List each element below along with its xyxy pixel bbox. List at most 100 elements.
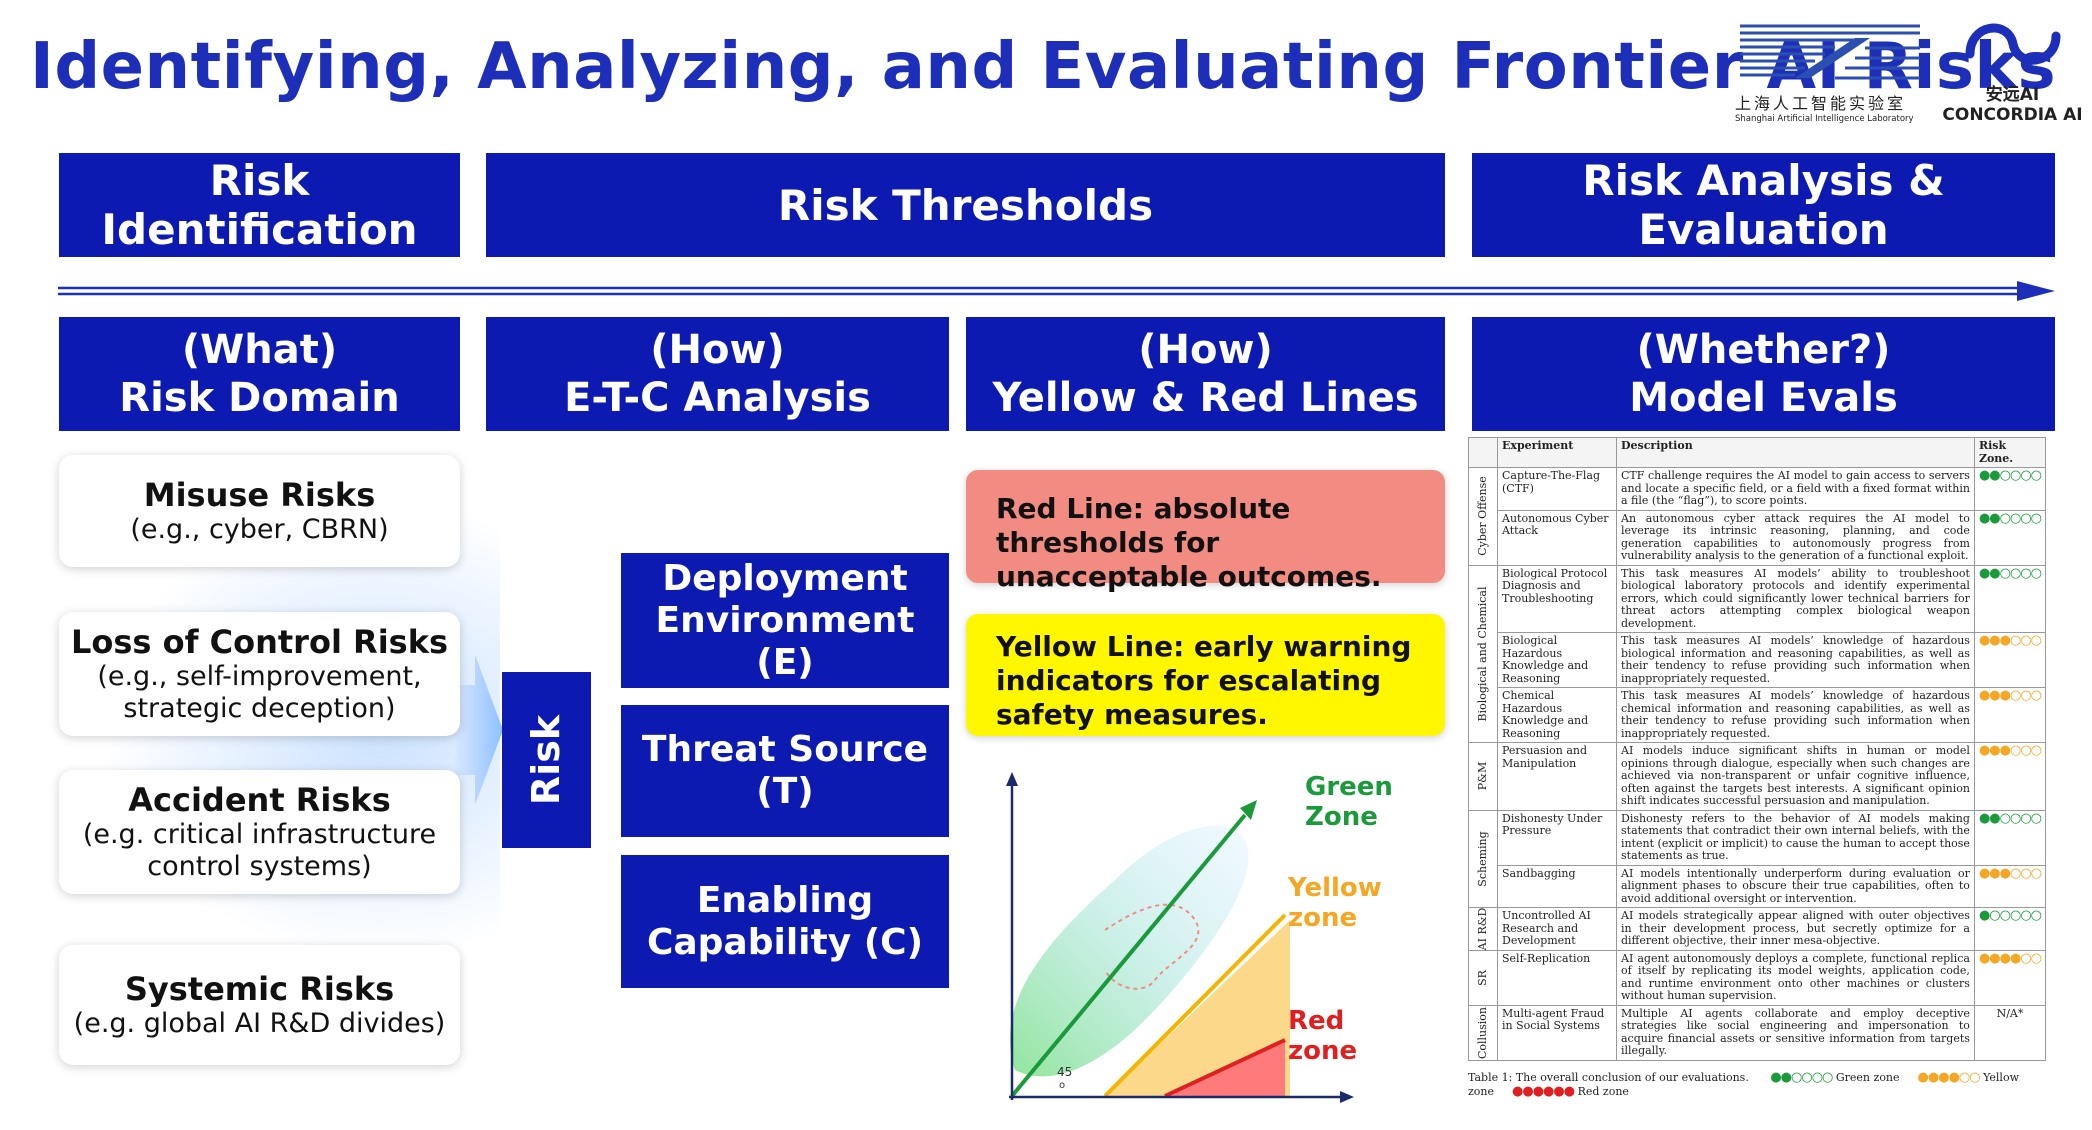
stage-risk-thresholds: Risk Thresholds — [486, 153, 1445, 257]
empty-dot-icon: ○ — [2010, 633, 2020, 648]
empty-dot-icon: ○ — [2031, 866, 2041, 881]
table-description-cell: AI models strategically appear aligned w… — [1617, 908, 1975, 951]
table-risk-zone-cell: ●●●○○○ — [1974, 865, 2045, 908]
risk-card-misuse: Misuse Risks (e.g., cyber, CBRN) — [59, 455, 460, 567]
risk-zone-dots: ●●●●○○ — [1979, 951, 2041, 966]
table-risk-zone-cell: ●●○○○○ — [1974, 510, 2045, 565]
legend-label: Red zone — [1574, 1085, 1629, 1098]
risk-flow-arrow-icon — [455, 655, 505, 805]
table-caption-area: Table 1: The overall conclusion of our e… — [1468, 1071, 2046, 1099]
etc-threat-source: Threat Source (T) — [621, 705, 949, 837]
table-category-label: Collusion — [1477, 1006, 1490, 1058]
empty-dot-icon: ○ — [2010, 811, 2020, 826]
table-header-description: Description — [1617, 438, 1975, 468]
empty-dot-icon: ○ — [2020, 511, 2030, 526]
empty-dot-icon: ○ — [2031, 468, 2041, 483]
risk-card-subtitle: (e.g., self-improvement, — [97, 661, 421, 693]
empty-dot-icon: ○ — [2010, 908, 2020, 923]
legend-item-green: ●●○○○○ Green zone — [1770, 1071, 1899, 1084]
filled-dot-icon: ● — [1564, 1084, 1574, 1099]
concordia-ai-en: CONCORDIA AI — [1935, 105, 2090, 125]
table-category-label: Biological and Chemical — [1477, 586, 1490, 721]
filled-dot-icon: ● — [2010, 951, 2020, 966]
table-experiment-cell: Biological Hazardous Knowledge and Reaso… — [1498, 633, 1617, 688]
filled-dot-icon: ● — [1989, 951, 1999, 966]
red-zone-label-2: zone — [1288, 1036, 1357, 1066]
etc-enabling-capability: Enabling Capability (C) — [621, 855, 949, 988]
empty-dot-icon: ○ — [2020, 866, 2030, 881]
empty-dot-icon: ○ — [2000, 908, 2010, 923]
empty-dot-icon: ○ — [2031, 688, 2041, 703]
flow-arrow — [55, 278, 2060, 304]
legend-label: Green zone — [1832, 1071, 1899, 1084]
concordia-ai-logo: 安远AI CONCORDIA AI — [1935, 14, 2090, 129]
table-row: Cyber OffenseCapture-The-Flag (CTF)CTF c… — [1469, 468, 2046, 511]
table-risk-zone-cell: ●●○○○○ — [1974, 468, 2045, 511]
y-axis-head — [1006, 772, 1018, 786]
table-risk-zone-cell: ●●●○○○ — [1974, 688, 2045, 743]
empty-dot-icon: ○ — [2031, 951, 2041, 966]
risk-zone-dots: ●○○○○○ — [1979, 908, 2041, 923]
filled-dot-icon: ● — [2000, 743, 2010, 758]
filled-dot-icon: ● — [1533, 1084, 1543, 1099]
risk-card-subtitle: (e.g., cyber, CBRN) — [130, 514, 388, 546]
table-category-label: P&M — [1477, 762, 1490, 790]
column-risk-domain-label: Risk Domain — [119, 374, 399, 422]
filled-dot-icon: ● — [1979, 633, 1989, 648]
green-zone-label-2: Zone — [1305, 802, 1393, 832]
table-experiment-cell: Sandbagging — [1498, 865, 1617, 908]
empty-dot-icon: ○ — [2031, 566, 2041, 581]
empty-dot-icon: ○ — [2031, 633, 2041, 648]
table-category-label: Cyber Offense — [1477, 476, 1490, 556]
filled-dot-icon: ● — [1979, 688, 1989, 703]
table-header-category — [1469, 438, 1498, 468]
risk-card-accident: Accident Risks (e.g. critical infrastruc… — [59, 770, 460, 894]
risk-card-subtitle: (e.g. global AI R&D divides) — [74, 1008, 446, 1040]
empty-dot-icon: ○ — [1989, 908, 1999, 923]
green-zone-label-1: Green — [1305, 772, 1393, 802]
empty-dot-icon: ○ — [2020, 566, 2030, 581]
empty-dot-icon: ○ — [1969, 1070, 1979, 1085]
table-experiment-cell: Capture-The-Flag (CTF) — [1498, 468, 1617, 511]
etc-line-2: Environment (E) — [621, 600, 949, 684]
filled-dot-icon: ● — [1989, 688, 1999, 703]
filled-dot-icon: ● — [1918, 1070, 1928, 1085]
filled-dot-icon: ● — [1989, 511, 1999, 526]
risk-zone-dots: ●●●○○○ — [1979, 688, 2041, 703]
table-row: Biological and ChemicalBiological Protoc… — [1469, 565, 2046, 633]
risk-box-label: Risk — [525, 715, 569, 805]
yellow-line-box: Yellow Line: early warning indicators fo… — [966, 614, 1445, 736]
risk-zone-dots: ●●●○○○ — [1979, 743, 2041, 758]
risk-zone-dots: ●●○○○○ — [1979, 811, 2041, 826]
table-risk-zone-cell: ●●●●○○ — [1974, 950, 2045, 1005]
column-lines-question: (How) — [1138, 326, 1272, 374]
filled-dot-icon: ● — [1949, 1070, 1959, 1085]
empty-dot-icon: ○ — [2020, 688, 2030, 703]
table-row: Autonomous Cyber AttackAn autonomous cyb… — [1469, 510, 2046, 565]
evaluation-table: Experiment Description Risk Zone. Cyber … — [1468, 437, 2046, 1061]
red-zone-label-1: Red — [1288, 1006, 1357, 1036]
column-risk-domain: (What) Risk Domain — [59, 317, 460, 431]
table-experiment-cell: Biological Protocol Diagnosis and Troubl… — [1498, 565, 1617, 633]
table-row: AI R&DUncontrolled AI Research and Devel… — [1469, 908, 2046, 951]
table-header-row: Experiment Description Risk Zone. — [1469, 438, 2046, 468]
empty-dot-icon: ○ — [2000, 811, 2010, 826]
filled-dot-icon: ● — [1543, 1084, 1553, 1099]
table-risk-zone-cell: ●○○○○○ — [1974, 908, 2045, 951]
empty-dot-icon: ○ — [2031, 511, 2041, 526]
empty-dot-icon: ○ — [1791, 1070, 1801, 1085]
risk-card-systemic: Systemic Risks (e.g. global AI R&D divid… — [59, 945, 460, 1065]
table-description-cell: AI models induce significant shifts in h… — [1617, 743, 1975, 811]
filled-dot-icon: ● — [1938, 1070, 1948, 1085]
table-experiment-cell: Self-Replication — [1498, 950, 1617, 1005]
table-row: SchemingDishonesty Under PressureDishone… — [1469, 810, 2046, 865]
table-risk-zone-cell: ●●○○○○ — [1974, 810, 2045, 865]
empty-dot-icon: ○ — [2010, 566, 2020, 581]
empty-dot-icon: ○ — [2031, 908, 2041, 923]
empty-dot-icon: ○ — [2020, 468, 2030, 483]
risk-zone-dots: ●●○○○○ — [1770, 1070, 1832, 1085]
table-category-cell: Biological and Chemical — [1469, 565, 1498, 743]
empty-dot-icon: ○ — [1959, 1070, 1969, 1085]
